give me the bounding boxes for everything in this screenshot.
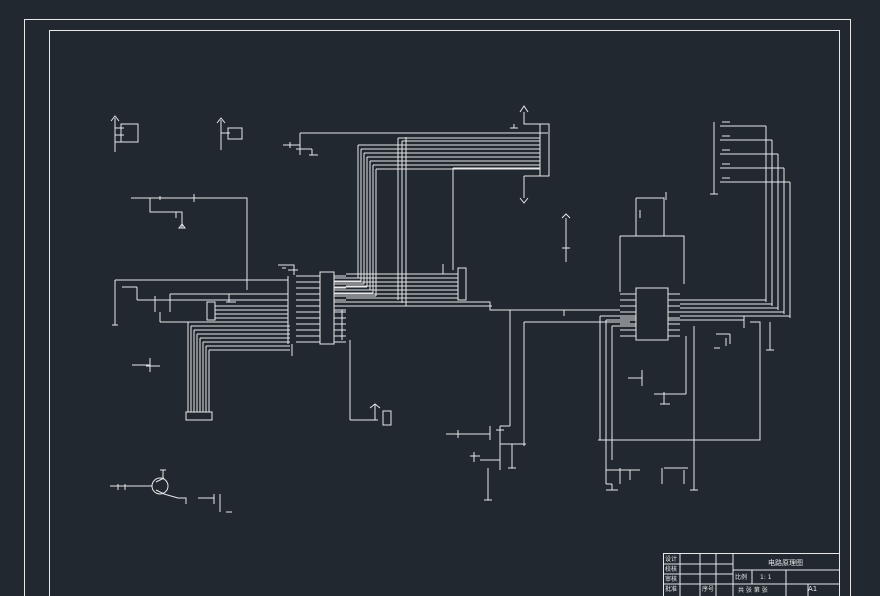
seq-label: 序号 bbox=[702, 585, 714, 593]
row-label-design: 设计 bbox=[665, 555, 677, 563]
right-resistor-bank bbox=[680, 121, 791, 318]
scale-value: 1: 1 bbox=[760, 574, 772, 581]
sheet-size: A1 bbox=[808, 585, 817, 593]
row-label-review: 审核 bbox=[665, 575, 677, 583]
right-supply bbox=[598, 192, 774, 441]
transistor-circuit bbox=[110, 469, 232, 513]
inner-frame bbox=[49, 30, 840, 596]
row-label-approve: 批准 bbox=[665, 585, 677, 593]
upper-bus bbox=[334, 105, 550, 306]
scale-label: 比例 bbox=[735, 573, 747, 581]
center-components bbox=[446, 213, 630, 501]
left-small-connectors bbox=[110, 115, 548, 156]
right-chip bbox=[563, 287, 680, 484]
title-block-grid bbox=[663, 553, 840, 596]
outer-frame bbox=[24, 19, 851, 596]
left-bus-wires bbox=[112, 279, 288, 372]
middle-connector bbox=[334, 264, 565, 426]
right-bottom-network bbox=[606, 326, 698, 491]
upper-left-network bbox=[131, 194, 248, 290]
row-label-check: 校核 bbox=[665, 565, 677, 573]
drawing-title: 电路原理图 bbox=[768, 558, 803, 567]
ribbon-cable-left bbox=[159, 301, 290, 421]
sheet-count: 共 张 第 张 bbox=[738, 586, 768, 594]
title-block: 设计 校核 审核 批准 电路原理图 比例 1: 1 共 张 第 张 序号 A1 bbox=[665, 555, 817, 594]
